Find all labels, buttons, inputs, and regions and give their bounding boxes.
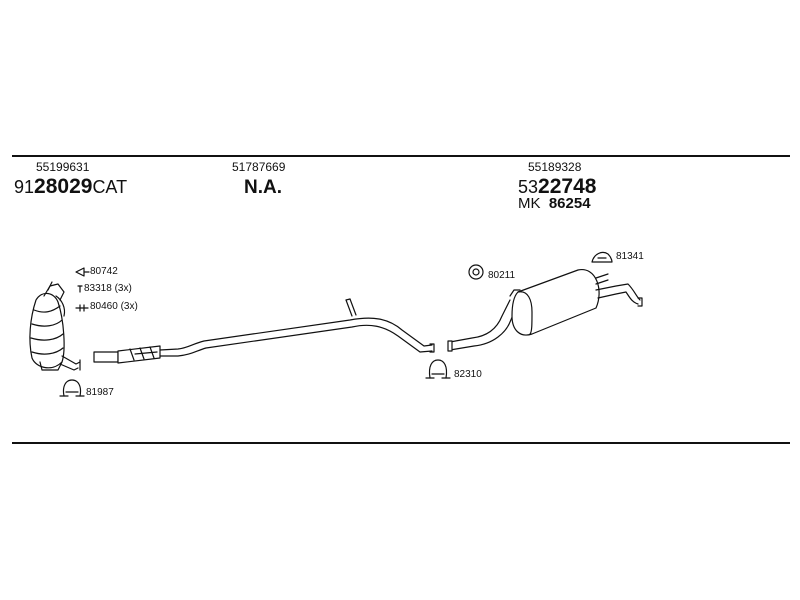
part-83318-icon	[77, 285, 83, 293]
label-80460: 80460 (3x)	[90, 301, 138, 312]
part-81341-hanger-icon	[591, 251, 613, 263]
oe-number-rear-silencer: 55189328	[528, 160, 582, 174]
part-80211-hanger-icon	[468, 264, 484, 280]
part-80460-icon	[75, 304, 89, 312]
part-number-rear-silencer: 5322748	[518, 176, 596, 197]
label-80211: 80211	[488, 270, 516, 281]
rear-silencer	[447, 269, 643, 352]
label-80742: 80742	[90, 266, 118, 277]
part-82310-clamp-icon	[425, 359, 451, 379]
part-prefix: 91	[14, 177, 35, 197]
bottom-divider-line	[12, 442, 790, 444]
mounting-kit-number: MK 86254	[518, 196, 591, 211]
part-81987-clamp-icon	[59, 379, 85, 397]
label-82310: 82310	[454, 369, 482, 380]
part-80742-icon	[75, 267, 90, 277]
part-bold: 28029	[34, 175, 93, 198]
part-prefix: 53	[518, 177, 539, 197]
top-divider-line	[12, 155, 790, 157]
part-bold: 22748	[538, 175, 597, 198]
catalytic-converter	[29, 281, 81, 371]
middle-pipe	[93, 298, 435, 364]
oe-number-catalyst: 55199631	[36, 160, 90, 174]
oe-number-middle-pipe: 51787669	[232, 160, 286, 174]
part-number-middle-pipe: N.A.	[244, 177, 282, 198]
mk-prefix: MK	[518, 195, 541, 212]
label-81987: 81987	[86, 387, 114, 398]
part-suffix: CAT	[92, 177, 128, 197]
mk-number: 86254	[548, 195, 591, 212]
label-83318: 83318 (3x)	[84, 283, 132, 294]
part-number-catalyst: 9128029CAT	[14, 176, 127, 197]
label-81341: 81341	[616, 251, 644, 262]
